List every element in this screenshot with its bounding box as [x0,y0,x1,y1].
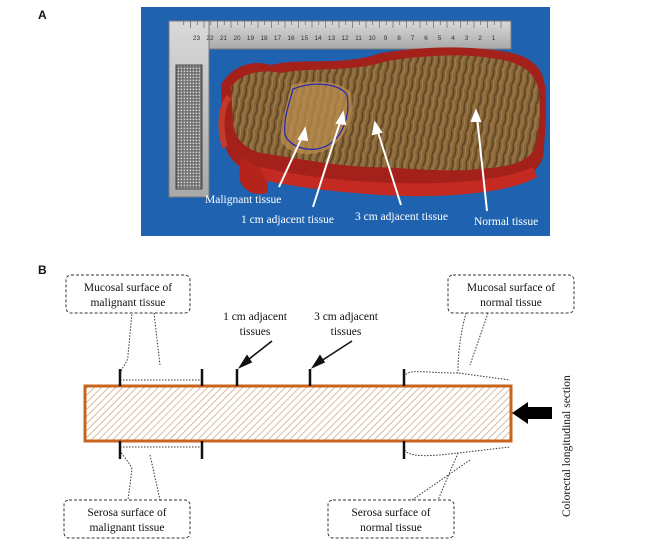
callout-mucosal-normal-line1: Mucosal surface of [467,282,555,294]
ruler-number: 6 [424,35,428,42]
ruler-number: 22 [206,35,214,42]
label-1cm-adjacent: 1 cm adjacent tissue [241,214,334,226]
callout-box-mucosal-normal [447,274,575,314]
callout-serosa-malignant-line1: Serosa surface of [87,507,166,519]
ruler-number: 16 [287,35,295,42]
colon-specimen [218,47,546,197]
ruler-number: 14 [314,35,322,42]
adjacent-1cm-line2: tissues [240,326,271,338]
adjacent-3cm-line1: 3 cm adjacent [314,311,379,323]
section-diagram: Mucosal surface of malignant tissue Muco… [63,274,575,539]
label-normal-tissue: Normal tissue [474,216,538,228]
section-markers [118,369,406,459]
label-3cm-adjacent: 3 cm adjacent tissue [355,211,448,223]
ruler-number: 21 [220,35,228,42]
callout-serosa-malignant-line2: malignant tissue [89,522,164,534]
annotation-arrows [278,108,488,212]
ruler-number: 4 [451,35,455,42]
ruler-number: 17 [274,35,282,42]
panel-a-label: A [38,8,47,22]
callout-serosa-normal-line1: Serosa surface of [351,507,430,519]
callout-mucosal-malignant-line2: malignant tissue [90,297,165,309]
ruler-number: 12 [341,35,349,42]
callout-serosa-normal-line2: normal tissue [360,522,422,534]
label-malignant-tissue: Malignant tissue [205,194,281,206]
tissue-section-bar [83,384,513,443]
callout-box-mucosal-malignant [65,274,191,314]
section-direction-arrow [512,402,552,424]
ruler-number: 7 [411,35,415,42]
panel-b-label: B [38,263,47,277]
callout-box-serosa-malignant [63,499,191,539]
ruler-number: 9 [384,35,388,42]
callout-mucosal-malignant-line1: Mucosal surface of [84,282,172,294]
side-label-colorectal-section: Colorectal longitudinal section [561,375,573,517]
ruler-number: 19 [247,35,255,42]
ruler-number: 10 [368,35,376,42]
ruler-number: 11 [355,35,362,42]
ruler-number: 5 [438,35,442,42]
ruler-number: 23 [193,35,201,42]
ruler-number: 13 [328,35,336,42]
adjacent-arrows [237,340,353,369]
adjacent-1cm-line1: 1 cm adjacent [223,311,288,323]
ruler-number: 2 [478,35,482,42]
adjacent-3cm-line2: tissues [331,326,362,338]
ruler-number: 15 [301,35,309,42]
ruler-number: 1 [492,35,496,42]
ruler-number: 8 [397,35,401,42]
callout-mucosal-normal-line2: normal tissue [480,297,542,309]
ruler-number: 20 [233,35,241,42]
ruler-number: 3 [465,35,469,42]
callout-box-serosa-normal [327,499,455,539]
ruler-number: 18 [260,35,268,42]
